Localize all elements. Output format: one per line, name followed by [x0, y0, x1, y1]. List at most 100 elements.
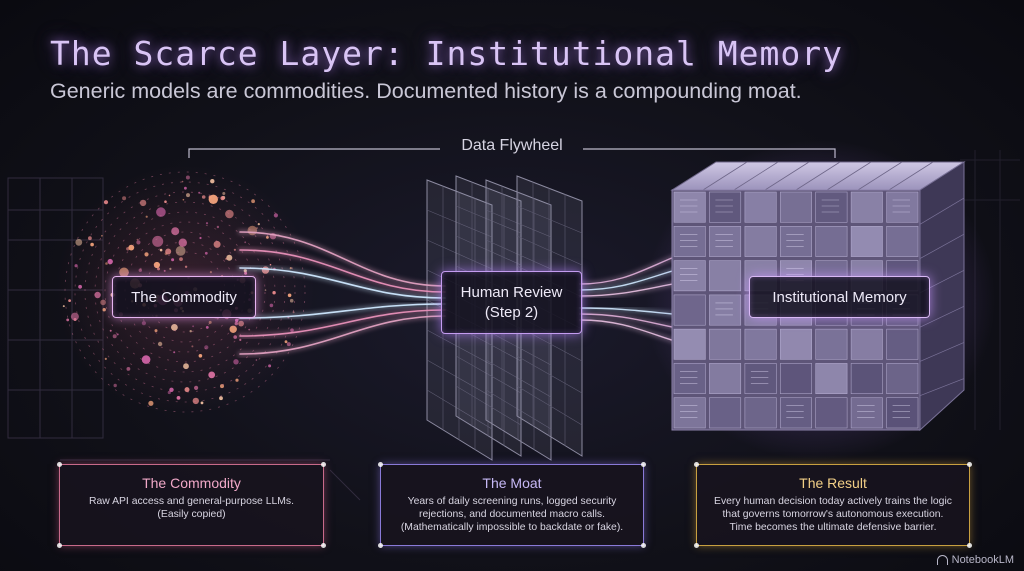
particle: [184, 186, 187, 190]
cube-block: [709, 363, 742, 394]
particle: [102, 308, 106, 312]
cube-gridline: [702, 161, 748, 191]
moat-card-line: (Mathematically impossible to backdate o…: [400, 522, 624, 533]
particle: [216, 225, 220, 229]
cube-block: [780, 226, 812, 257]
cube-block: [709, 294, 742, 326]
particle: [201, 195, 206, 199]
data-stream: [239, 231, 446, 287]
card-corner-dot: [694, 462, 699, 467]
cube-block: [886, 397, 919, 429]
cube-block: [709, 260, 742, 292]
particle: [292, 311, 295, 314]
cube-block: [709, 191, 742, 223]
particle: [176, 396, 181, 400]
data-stream: [239, 249, 446, 293]
particle: [264, 289, 267, 291]
particle: [289, 298, 294, 303]
particle: [156, 207, 166, 217]
particle: [248, 328, 251, 331]
cube-gridline: [795, 161, 841, 191]
cube-gridline: [919, 306, 965, 328]
particle: [272, 291, 276, 295]
particle: [192, 325, 195, 328]
particle: [112, 334, 117, 339]
panel-gridline: [516, 205, 583, 234]
cube-block: [850, 226, 883, 257]
particle: [100, 299, 106, 306]
particle: [157, 267, 160, 271]
cube-gridline: [857, 161, 903, 191]
cube-block: [780, 328, 812, 360]
commodity-card-line: (Easily copied): [157, 509, 226, 520]
particle: [209, 271, 212, 274]
particle: [210, 179, 215, 184]
particle: [139, 199, 147, 207]
particle: [208, 194, 218, 204]
data-stream: [239, 267, 446, 299]
cube-block: [886, 363, 919, 394]
institutional-memory-label: Institutional Memory: [772, 288, 907, 306]
moat-card-line: rejections, and documented macro calls.: [419, 509, 605, 520]
particle: [141, 355, 151, 364]
cube-gridline: [919, 197, 965, 225]
particle: [235, 318, 239, 323]
particle: [199, 236, 202, 240]
cube-gridline: [919, 342, 965, 362]
particle: [198, 191, 201, 194]
human-review-node: Human Review (Step 2): [441, 271, 582, 334]
particle: [70, 312, 79, 321]
cube-block: [780, 397, 812, 429]
particle: [136, 238, 139, 241]
cube-block: [709, 226, 742, 257]
brand-watermark: NotebookLM: [936, 554, 1014, 566]
card-corner-dot: [641, 462, 646, 467]
particle: [269, 263, 272, 266]
particle: [234, 321, 238, 326]
cube-gridline: [919, 233, 965, 259]
particle: [233, 359, 239, 365]
cube-block: [850, 328, 883, 360]
particle: [182, 198, 185, 201]
particle: [116, 333, 119, 336]
particle: [178, 238, 187, 247]
particle: [183, 363, 189, 370]
result-card: The Result Every human decision today ac…: [694, 462, 972, 548]
particle: [205, 222, 209, 225]
particle: [164, 200, 167, 203]
particle: [220, 196, 225, 201]
particle: [286, 342, 291, 347]
cube-block: [744, 397, 777, 429]
particle: [169, 267, 172, 270]
particle: [225, 258, 227, 260]
particle: [233, 248, 236, 251]
cube-block: [815, 328, 848, 360]
particle: [186, 193, 190, 198]
particle: [269, 303, 274, 308]
particle: [141, 321, 146, 326]
result-card-line: Time becomes the ultimate defensive barr…: [729, 522, 937, 533]
page-title: The Scarce Layer: Institutional Memory: [50, 34, 843, 73]
particle: [238, 320, 245, 327]
particle: [105, 262, 108, 265]
panel-gridline: [426, 389, 493, 430]
result-card-line: Every human decision today actively trai…: [714, 496, 952, 507]
result-card-line: that governs tomorrow's autonomous execu…: [722, 509, 944, 520]
cube-block: [673, 397, 706, 429]
particle: [173, 351, 176, 354]
particle: [107, 258, 113, 265]
notebooklm-logo-icon: [936, 555, 948, 565]
particle: [208, 371, 216, 379]
particle-orbit: [74, 181, 296, 403]
cube-block: [815, 191, 848, 223]
particle: [159, 248, 163, 252]
cube-block: [744, 363, 777, 394]
cube-block: [673, 226, 706, 257]
panel-gridline: [485, 329, 552, 366]
card-corner-dot: [641, 543, 646, 548]
card-corner-dot: [967, 543, 972, 548]
panel-gridline: [426, 359, 493, 398]
particle: [251, 199, 256, 204]
particle: [68, 299, 71, 302]
cube-block: [886, 226, 919, 257]
